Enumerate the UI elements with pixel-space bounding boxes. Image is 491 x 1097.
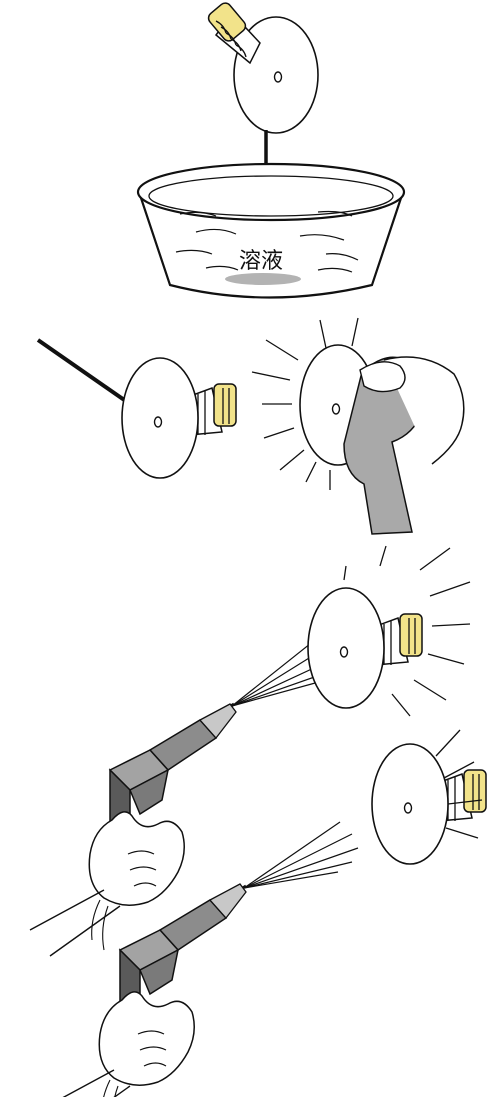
solution-label: 溶液 [239, 249, 283, 274]
step-soak: 溶液 [138, 1, 404, 298]
solution-spot [225, 273, 301, 285]
suction-cup-part [206, 1, 318, 133]
air-gun-back [40, 884, 246, 1097]
step-air-gun-blow-back [40, 730, 486, 1097]
step-brush-and-wipe [38, 318, 464, 534]
solution-basin: 溶液 [138, 164, 404, 298]
suction-cup-part-brushed [122, 358, 236, 478]
air-jets-back [244, 822, 358, 888]
hand-with-cloth [344, 357, 464, 534]
suction-cup-part-blown-back [372, 744, 486, 864]
suction-cup-part-blown-front [308, 588, 422, 708]
